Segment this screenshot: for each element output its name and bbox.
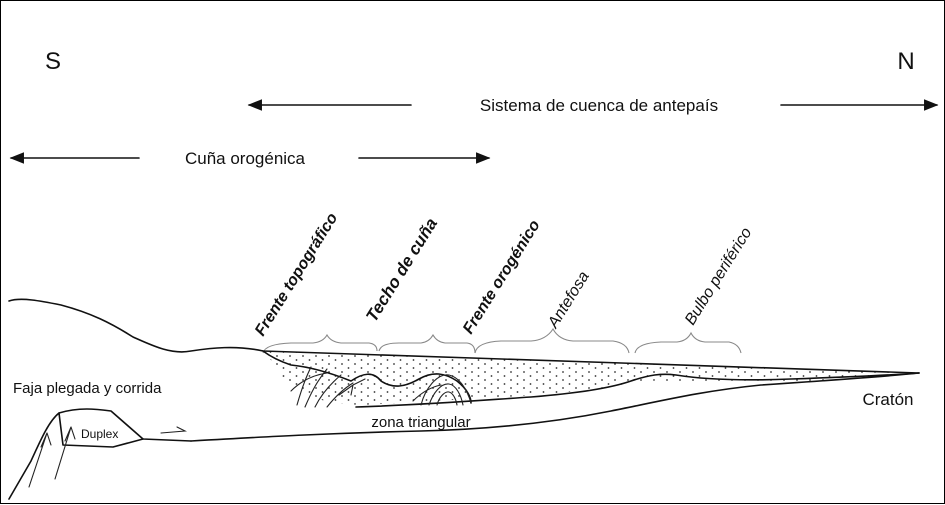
triangle-zone-label: zona triangular: [371, 414, 470, 431]
fold-thrust-belt-label: Faja plegada y corrida: [13, 380, 162, 397]
foreland-system-label: Sistema de cuenca de antepaís: [480, 96, 718, 115]
orogenic-wedge-label: Cuña orogénica: [185, 149, 306, 168]
brace-foredeep: [475, 329, 629, 353]
topographic-front-label: Frente topográfico: [252, 210, 341, 339]
wedge-top-label: Techo de cuña: [362, 215, 441, 325]
south-label: S: [45, 48, 61, 75]
orogenic-front-label: Frente orogénico: [460, 217, 544, 337]
brace-forebulge: [635, 333, 741, 353]
north-label: N: [897, 48, 914, 75]
foredeep-label: Antefosa: [544, 268, 592, 332]
duplex-thrust-2: [55, 427, 75, 479]
brace-topographic-front: [263, 335, 377, 353]
basal-thrust-arrow: [161, 427, 185, 433]
fold-thrust-base: [9, 409, 191, 499]
craton-label: Cratón: [862, 390, 913, 409]
forebulge-label: Bulbo periférico: [682, 225, 755, 328]
duplex-label: Duplex: [81, 427, 118, 441]
brace-wedge-top: [379, 335, 475, 353]
